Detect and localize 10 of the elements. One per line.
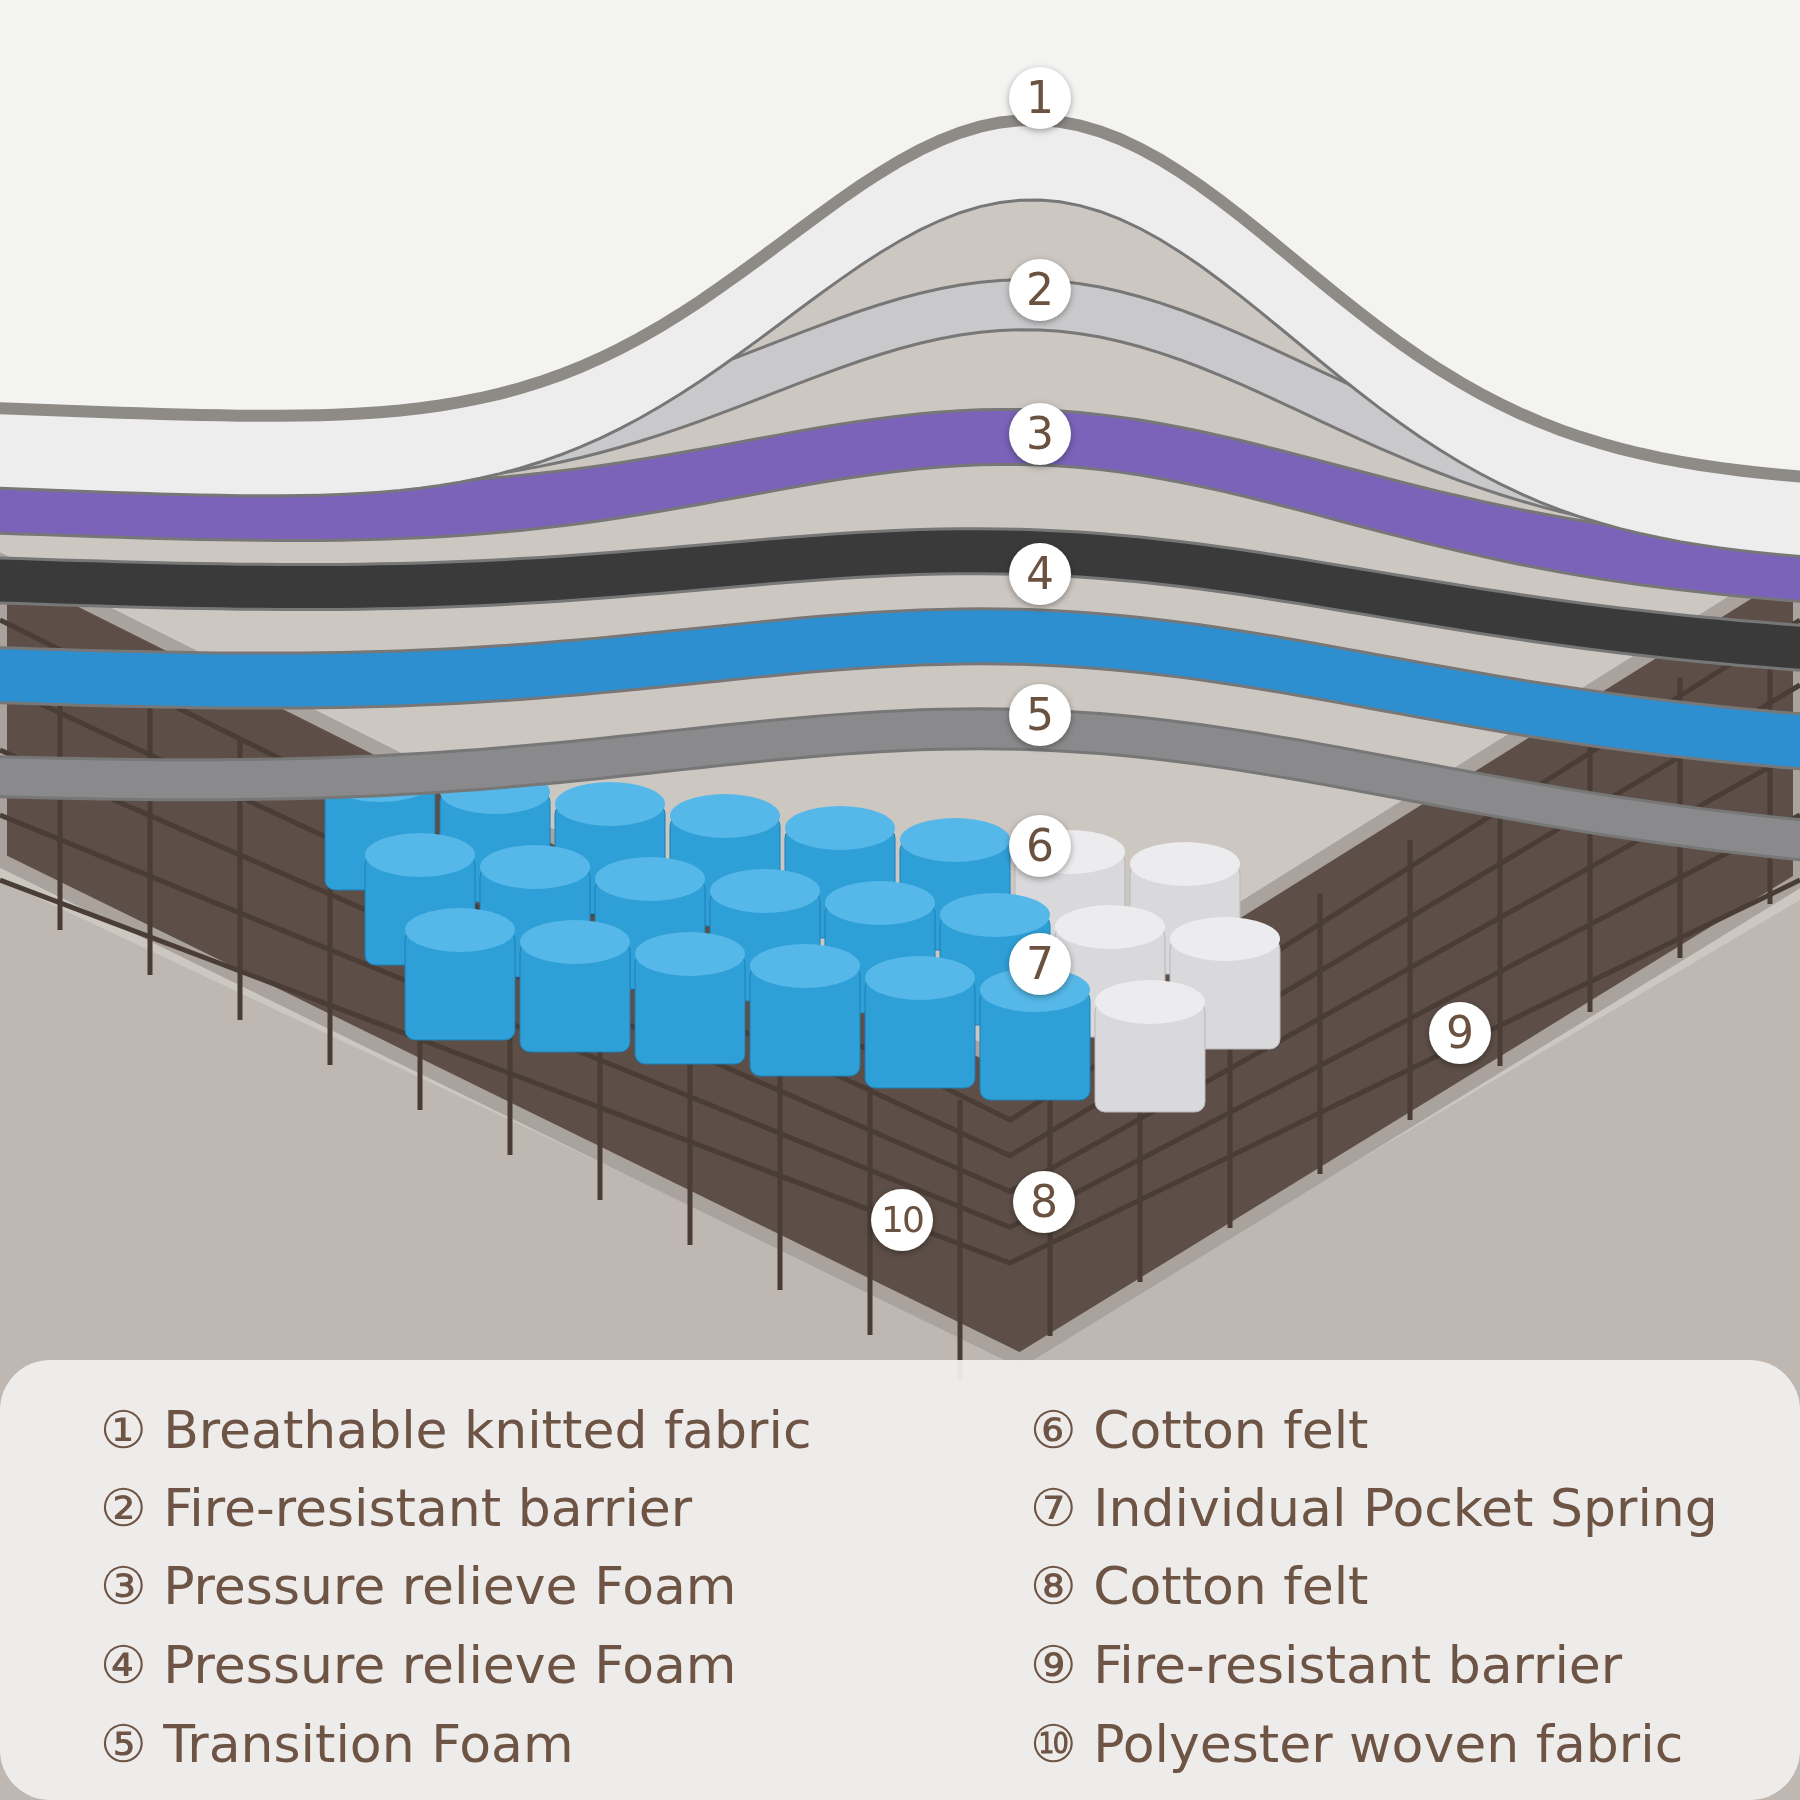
legend-item-text: ④ Pressure relieve Foam [100,1637,737,1695]
legend-item-text: ⑥ Cotton felt [1030,1402,1369,1460]
legend-item-text: ③ Pressure relieve Foam [100,1558,737,1616]
legend-item-text: ⑦ Individual Pocket Spring [1030,1480,1718,1538]
legend-item-text: ⑧ Cotton felt [1030,1558,1369,1616]
legend-item-text: ② Fire-resistant barrier [100,1480,693,1538]
legend-item-text: ⑩ Polyester woven fabric [1030,1716,1684,1774]
legend-item-text: ⑨ Fire-resistant barrier [1030,1637,1623,1695]
legend-item-text: ⑤ Transition Foam [100,1716,574,1774]
legend-item-text: ① Breathable knitted fabric [100,1402,812,1460]
